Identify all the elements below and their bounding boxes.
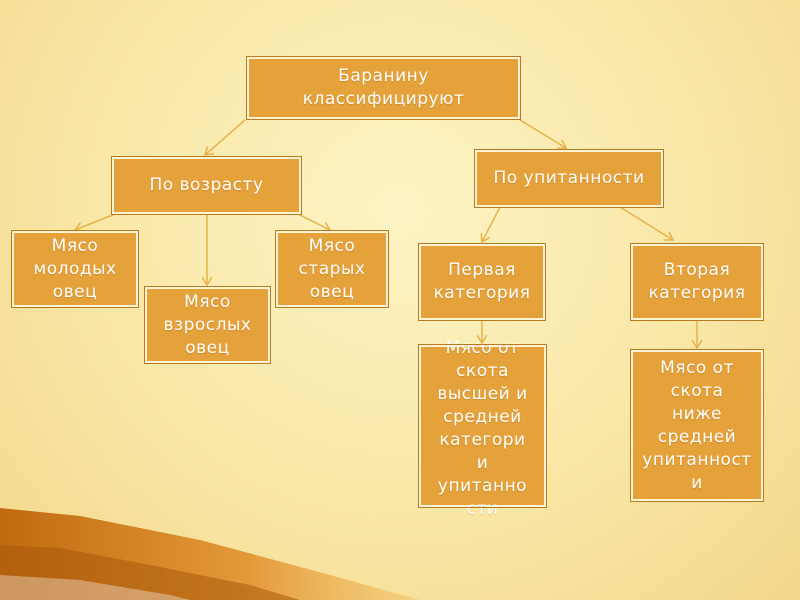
by-age-node-label: По возрасту bbox=[149, 175, 264, 195]
old-sheep-node: Мясо старых овец bbox=[275, 230, 389, 308]
first-category-node: Первая категория bbox=[418, 243, 546, 321]
second-category-description-label: Мясо от скота ниже средней упитанност и bbox=[642, 357, 752, 493]
by-fatness-node: По упитанности bbox=[474, 149, 664, 208]
arrow-age-to-young bbox=[75, 213, 116, 230]
first-category-description-node: Мясо от скота высшей и средней категори … bbox=[418, 338, 547, 519]
old-sheep-node-label: Мясо старых овец bbox=[298, 235, 366, 302]
second-category-node-label: Вторая категория bbox=[648, 260, 746, 303]
second-category-node: Вторая категория bbox=[630, 243, 764, 321]
second-category-description-node: Мясо от скота ниже средней упитанност и bbox=[630, 349, 764, 502]
arrow-root-to-fatness bbox=[519, 119, 566, 148]
arrow-fatness-to-first bbox=[482, 206, 501, 242]
by-fatness-node-label: По упитанности bbox=[493, 168, 645, 188]
adult-sheep-node: Мясо взрослых овец bbox=[144, 286, 271, 364]
arrow-root-to-age bbox=[205, 119, 246, 155]
adult-sheep-node-label: Мясо взрослых овец bbox=[163, 291, 252, 358]
root-node: Баранину классифицируют bbox=[246, 56, 521, 120]
arrow-age-to-old bbox=[297, 213, 330, 230]
first-category-node-label: Первая категория bbox=[433, 260, 531, 303]
young-sheep-node-label: Мясо молодых овец bbox=[33, 235, 117, 302]
first-category-description-label: Мясо от скота высшей и средней категори … bbox=[437, 338, 528, 519]
root-node-label: Баранину классифицируют bbox=[302, 66, 465, 109]
young-sheep-node: Мясо молодых овец bbox=[11, 230, 139, 308]
arrow-fatness-to-second bbox=[619, 206, 673, 240]
by-age-node: По возрасту bbox=[111, 156, 302, 215]
